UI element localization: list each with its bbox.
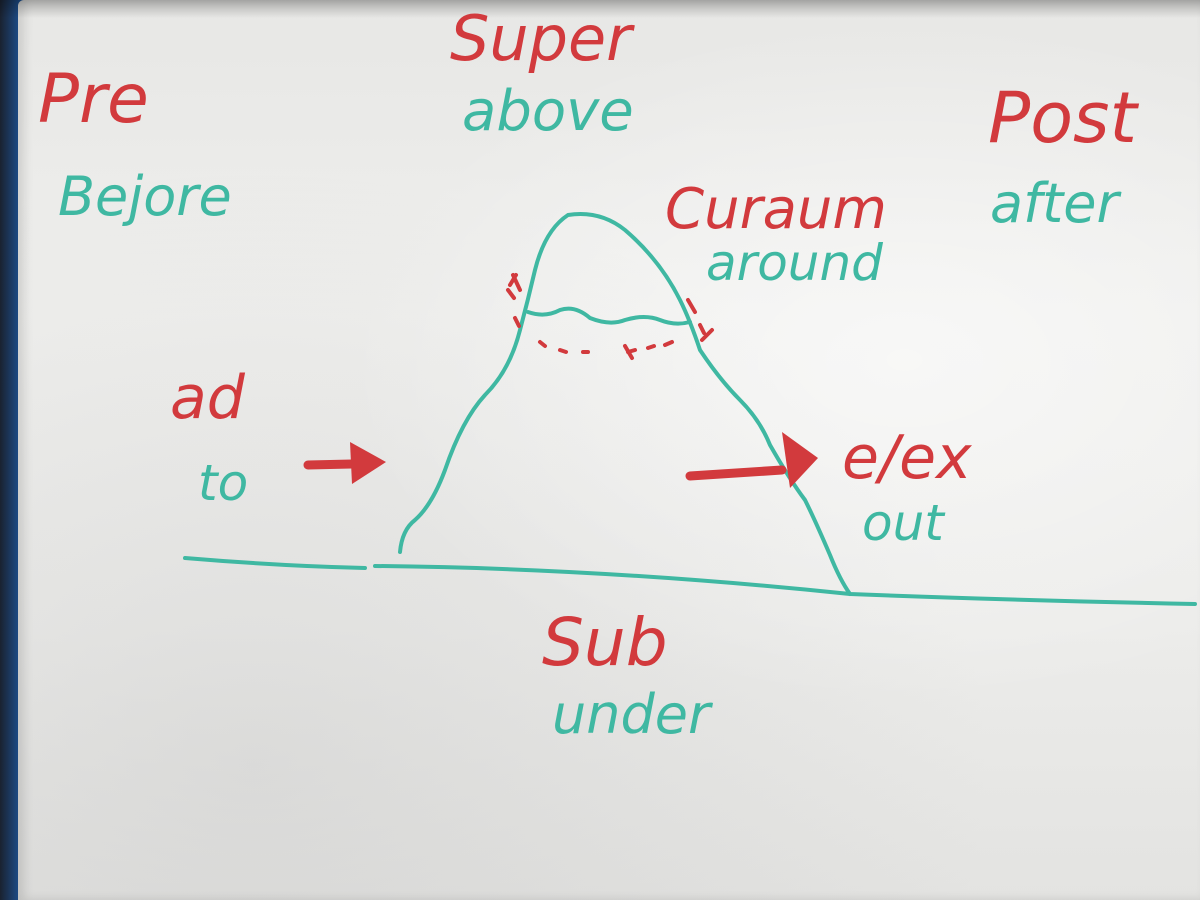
word-pre: Pre xyxy=(38,60,149,139)
word-above: above xyxy=(462,79,634,144)
word-out: out xyxy=(862,494,946,552)
word-sub: Sub xyxy=(542,604,668,681)
circum-arrows xyxy=(506,273,714,360)
ground-line xyxy=(183,556,1197,606)
word-around: around xyxy=(706,234,883,292)
word-super: Super xyxy=(450,2,635,75)
word-ad: ad xyxy=(170,363,246,433)
snow-line xyxy=(526,306,692,326)
word-before: Bejore xyxy=(58,165,232,228)
word-after: after xyxy=(990,172,1121,235)
word-e-ex: e/ex xyxy=(842,423,972,493)
whiteboard-surface xyxy=(18,0,1200,900)
ad-arrow-icon xyxy=(303,442,386,484)
word-to: to xyxy=(198,454,248,512)
ex-arrow-icon xyxy=(685,432,818,488)
word-under: under xyxy=(552,683,713,746)
word-circum: Curaum xyxy=(665,177,887,242)
top-shadow xyxy=(0,0,1200,18)
word-post: Post xyxy=(988,77,1140,159)
